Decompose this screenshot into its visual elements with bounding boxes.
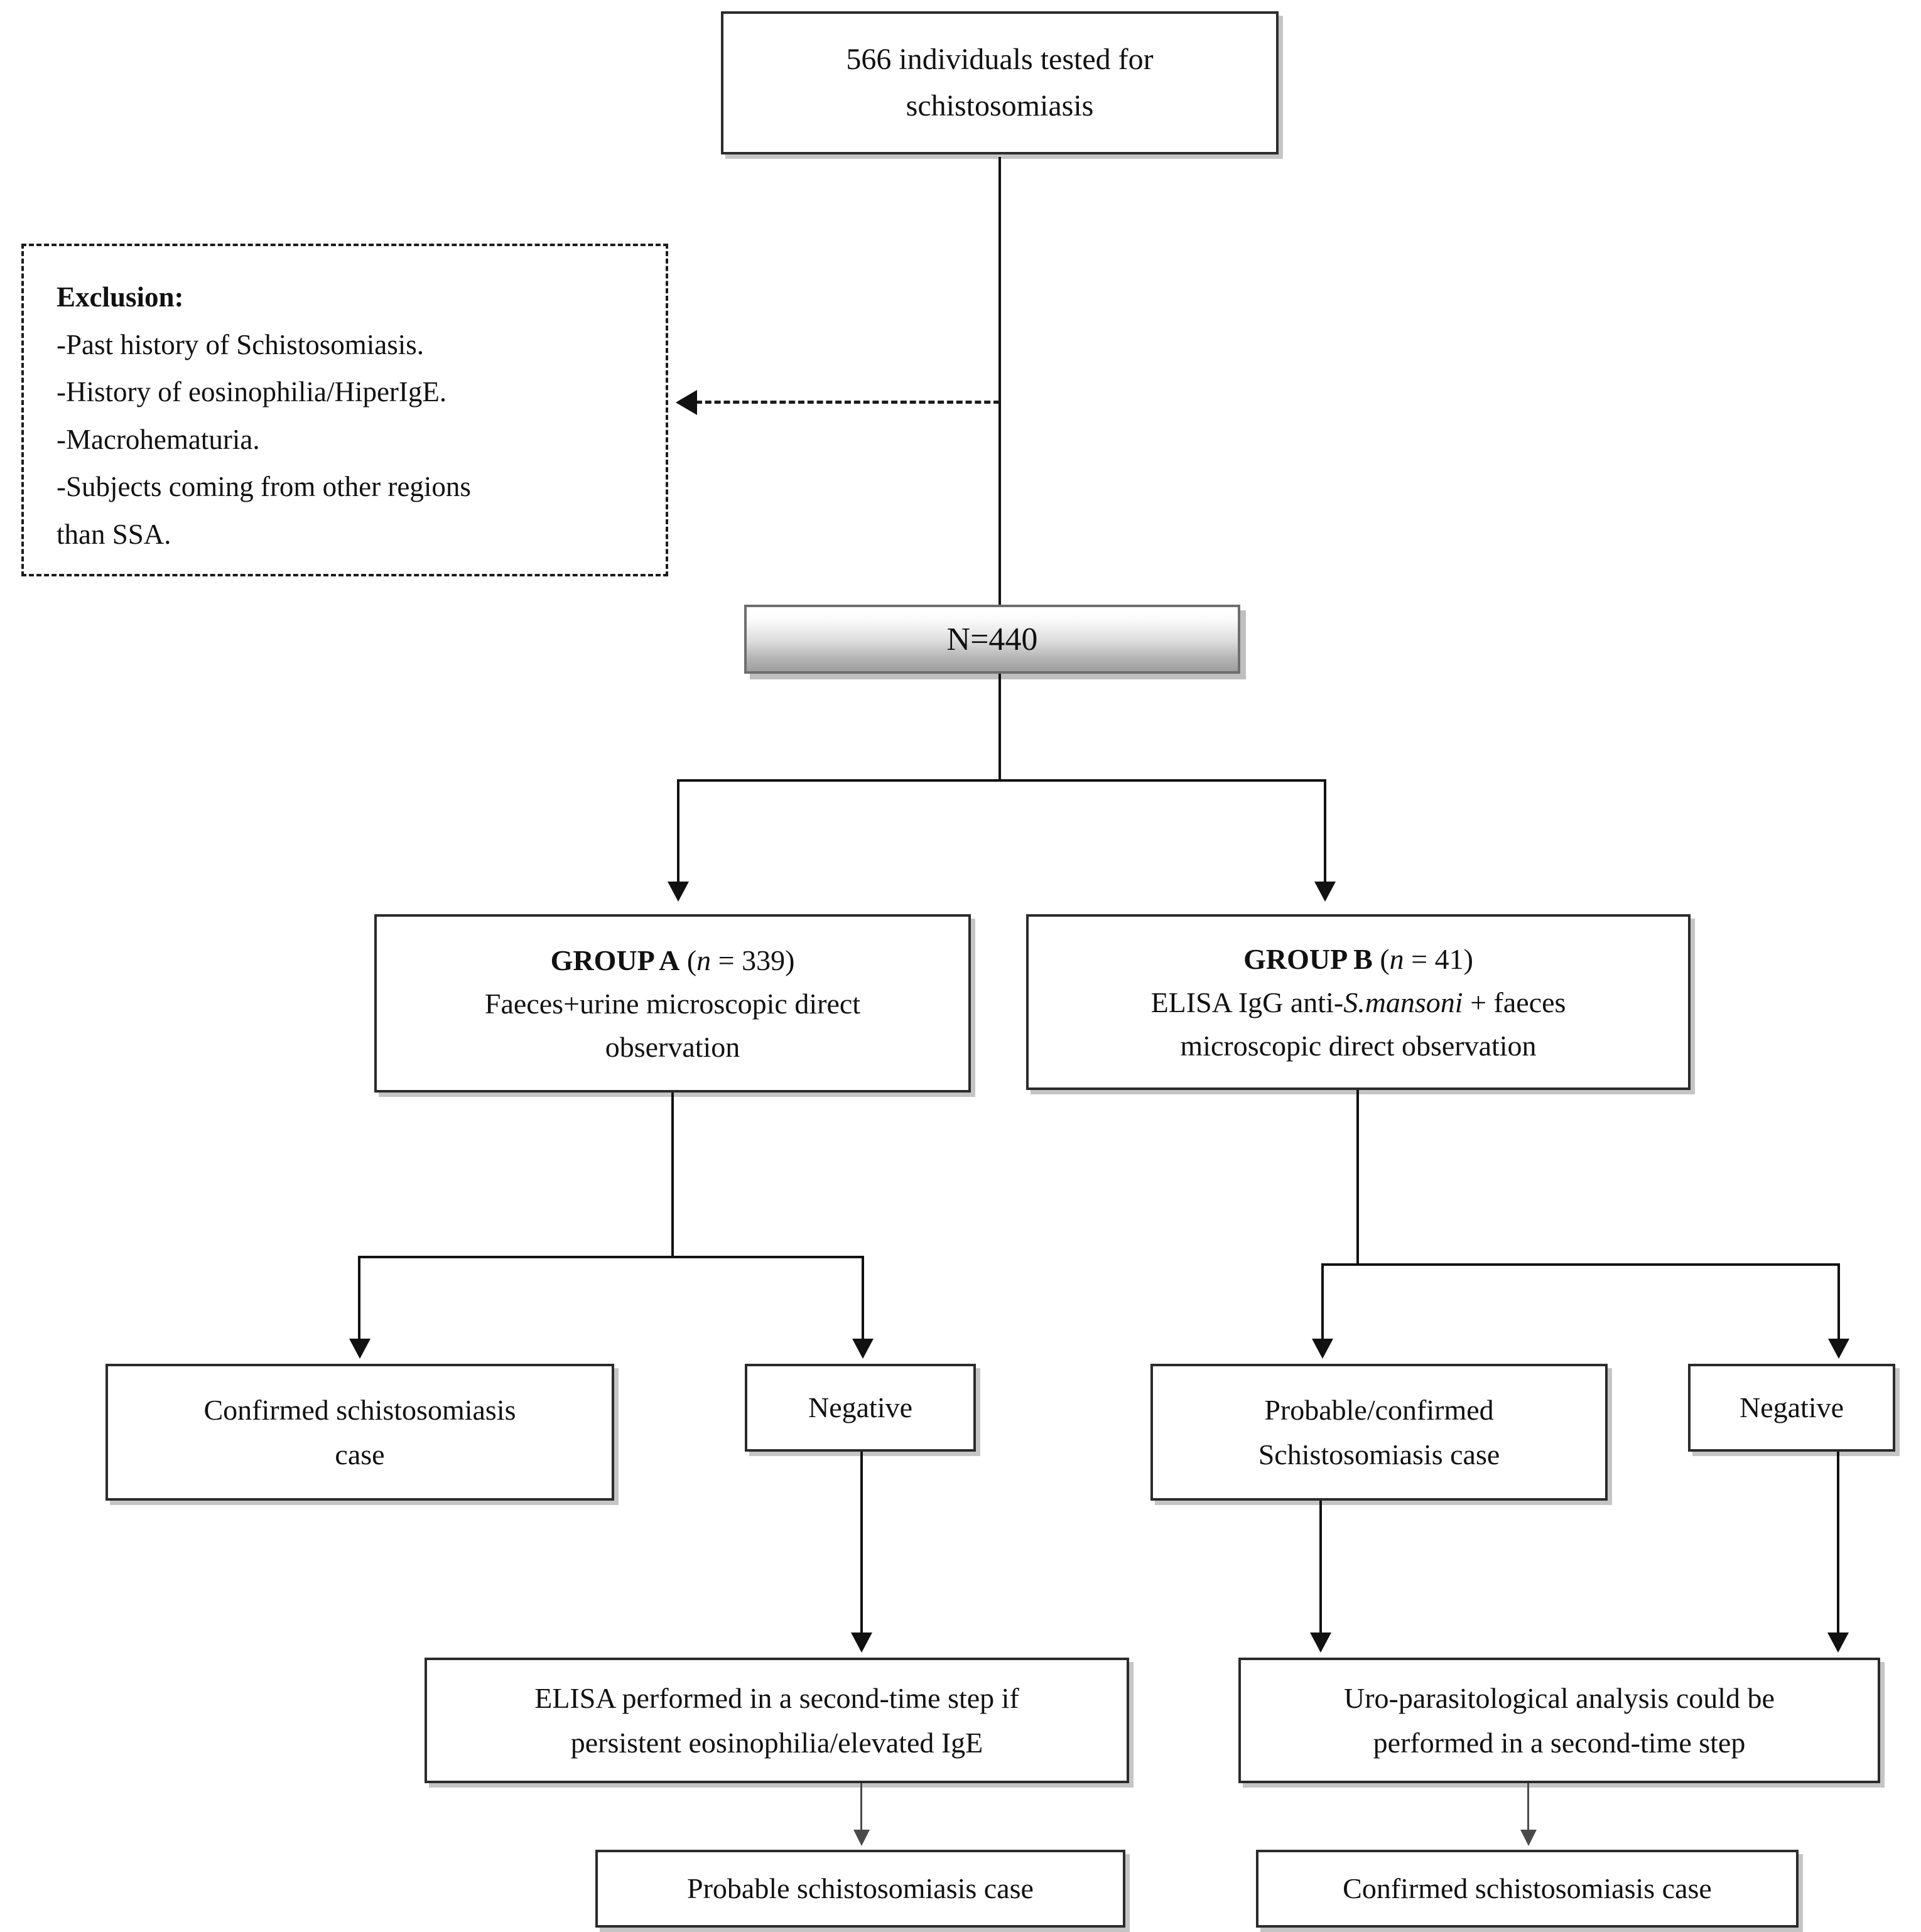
node-group-b-line3: microscopic direct observation	[1180, 1029, 1537, 1062]
node-enrolled-count: N=440	[744, 605, 1240, 674]
node-probable-confirmed-b-line1: Probable/confirmed	[1264, 1393, 1494, 1426]
connector-probable-b-to-uro	[1319, 1501, 1322, 1635]
arrowhead-uro-right	[1827, 1632, 1849, 1653]
arrowhead-elisa	[851, 1632, 872, 1653]
node-exclusion-criteria: Exclusion: -Past history of Schistosomia…	[21, 244, 668, 576]
connector-group-a-split-bar	[358, 1256, 864, 1258]
node-negative-a: Negative	[745, 1364, 976, 1452]
arrowhead-confirmed-final	[1520, 1830, 1537, 1846]
node-group-b-head: GROUP B	[1243, 942, 1373, 975]
connector-to-group-a	[677, 779, 679, 885]
connector-group-b-stem	[1356, 1090, 1359, 1266]
connector-top-to-enrolled	[998, 157, 1001, 607]
arrowhead-negative-a	[852, 1339, 874, 1359]
node-negative-a-label: Negative	[808, 1391, 913, 1424]
node-uro-line2: performed in a second-time step	[1373, 1727, 1746, 1759]
node-probable-confirmed-b-text: Probable/confirmed Schistosomiasis case	[1153, 1388, 1605, 1477]
node-group-a-count: = 339)	[711, 944, 795, 976]
node-elisa-second-step-text: ELISA performed in a second-time step if…	[427, 1676, 1127, 1766]
connector-group-b-split-bar	[1321, 1263, 1840, 1266]
connector-exclusion-arrowhead	[676, 390, 697, 415]
node-elisa-line1: ELISA performed in a second-time step if	[534, 1681, 1019, 1714]
node-group-a-head: GROUP A	[550, 944, 680, 976]
node-group-b-text: GROUP B (n = 41) ELISA IgG anti-S.manson…	[1029, 937, 1688, 1067]
node-confirmed-case-a-line1: Confirmed schistosomiasis	[203, 1393, 516, 1426]
node-elisa-second-step: ELISA performed in a second-time step if…	[425, 1658, 1129, 1783]
node-total-tested-line1: 566 individuals tested for	[846, 42, 1154, 76]
connector-exclusion-dashed-line	[696, 401, 1000, 404]
node-group-b: GROUP B (n = 41) ELISA IgG anti-S.manson…	[1026, 914, 1691, 1090]
connector-to-confirmed-a	[358, 1256, 360, 1341]
node-enrolled-count-label: N=440	[946, 621, 1038, 657]
connector-to-probable-b	[1321, 1263, 1324, 1341]
node-group-a-line2: Faeces+urine microscopic direct	[484, 987, 861, 1020]
node-probable-confirmed-b-line2: Schistosomiasis case	[1258, 1438, 1500, 1471]
connector-to-negative-a	[862, 1256, 864, 1341]
arrowhead-probable-b	[1312, 1339, 1333, 1359]
connector-to-group-b	[1324, 779, 1326, 885]
node-total-tested-line2: schistosomiasis	[906, 89, 1094, 122]
exclusion-title: Exclusion:	[57, 281, 184, 313]
node-group-b-line2-pre: ELISA IgG anti-	[1150, 986, 1344, 1018]
exclusion-item-4: -Subjects coming from other regions than…	[57, 471, 471, 550]
node-probable-case-final: Probable schistosomiasis case	[595, 1850, 1125, 1928]
arrowhead-group-a	[668, 882, 689, 902]
node-confirmed-case-a-line2: case	[335, 1438, 385, 1471]
node-group-b-count: = 41)	[1404, 942, 1473, 975]
node-total-tested: 566 individuals tested for schistosomias…	[721, 11, 1279, 154]
arrowhead-uro-left	[1310, 1632, 1331, 1653]
node-uro-second-step-text: Uro-parasitological analysis could be pe…	[1241, 1676, 1878, 1766]
node-group-b-species: S.mansoni	[1343, 986, 1463, 1018]
node-confirmed-case-final-label: Confirmed schistosomiasis case	[1343, 1872, 1712, 1905]
node-group-b-n-symbol: n	[1389, 942, 1404, 975]
arrowhead-group-b	[1314, 882, 1336, 902]
node-confirmed-case-final: Confirmed schistosomiasis case	[1256, 1850, 1799, 1928]
node-confirmed-case-a: Confirmed schistosomiasis case	[106, 1364, 614, 1501]
connector-elisa-to-probable	[860, 1783, 862, 1833]
node-probable-confirmed-b: Probable/confirmed Schistosomiasis case	[1150, 1364, 1608, 1501]
node-negative-b: Negative	[1688, 1364, 1895, 1452]
connector-enrolled-stem	[998, 674, 1001, 782]
node-group-a-paren: (	[679, 944, 697, 976]
arrowhead-confirmed-a	[349, 1339, 371, 1359]
exclusion-item-2: -History of eosinophilia/HiperIgE.	[57, 376, 447, 408]
exclusion-item-1: -Past history of Schistosomiasis.	[57, 328, 425, 360]
arrowhead-probable-final	[853, 1830, 870, 1846]
exclusion-item-3: -Macrohematuria.	[57, 423, 260, 455]
node-group-a-text: GROUP A (n = 339) Faeces+urine microscop…	[377, 939, 968, 1069]
connector-group-split-bar	[677, 779, 1326, 782]
node-negative-b-label: Negative	[1739, 1391, 1844, 1424]
node-group-a-line3: observation	[605, 1030, 740, 1063]
node-confirmed-case-a-text: Confirmed schistosomiasis case	[108, 1388, 612, 1477]
node-uro-line1: Uro-parasitological analysis could be	[1344, 1681, 1775, 1714]
node-elisa-line2: persistent eosinophilia/elevated IgE	[570, 1727, 983, 1759]
node-group-a-n-symbol: n	[696, 944, 712, 976]
node-uro-second-step: Uro-parasitological analysis could be pe…	[1238, 1658, 1880, 1783]
arrowhead-negative-b	[1828, 1339, 1849, 1359]
connector-uro-to-confirmed	[1527, 1783, 1529, 1833]
connector-group-a-stem	[671, 1093, 674, 1258]
node-probable-case-final-label: Probable schistosomiasis case	[687, 1872, 1034, 1905]
node-group-b-paren: (	[1372, 942, 1390, 975]
node-group-a: GROUP A (n = 339) Faeces+urine microscop…	[374, 914, 971, 1093]
node-total-tested-text: 566 individuals tested for schistosomias…	[723, 36, 1276, 130]
node-group-b-line2-post: + faeces	[1463, 986, 1566, 1018]
connector-to-negative-b	[1837, 1263, 1840, 1341]
connector-negative-a-to-elisa	[860, 1452, 863, 1635]
connector-negative-b-to-uro	[1837, 1452, 1839, 1635]
